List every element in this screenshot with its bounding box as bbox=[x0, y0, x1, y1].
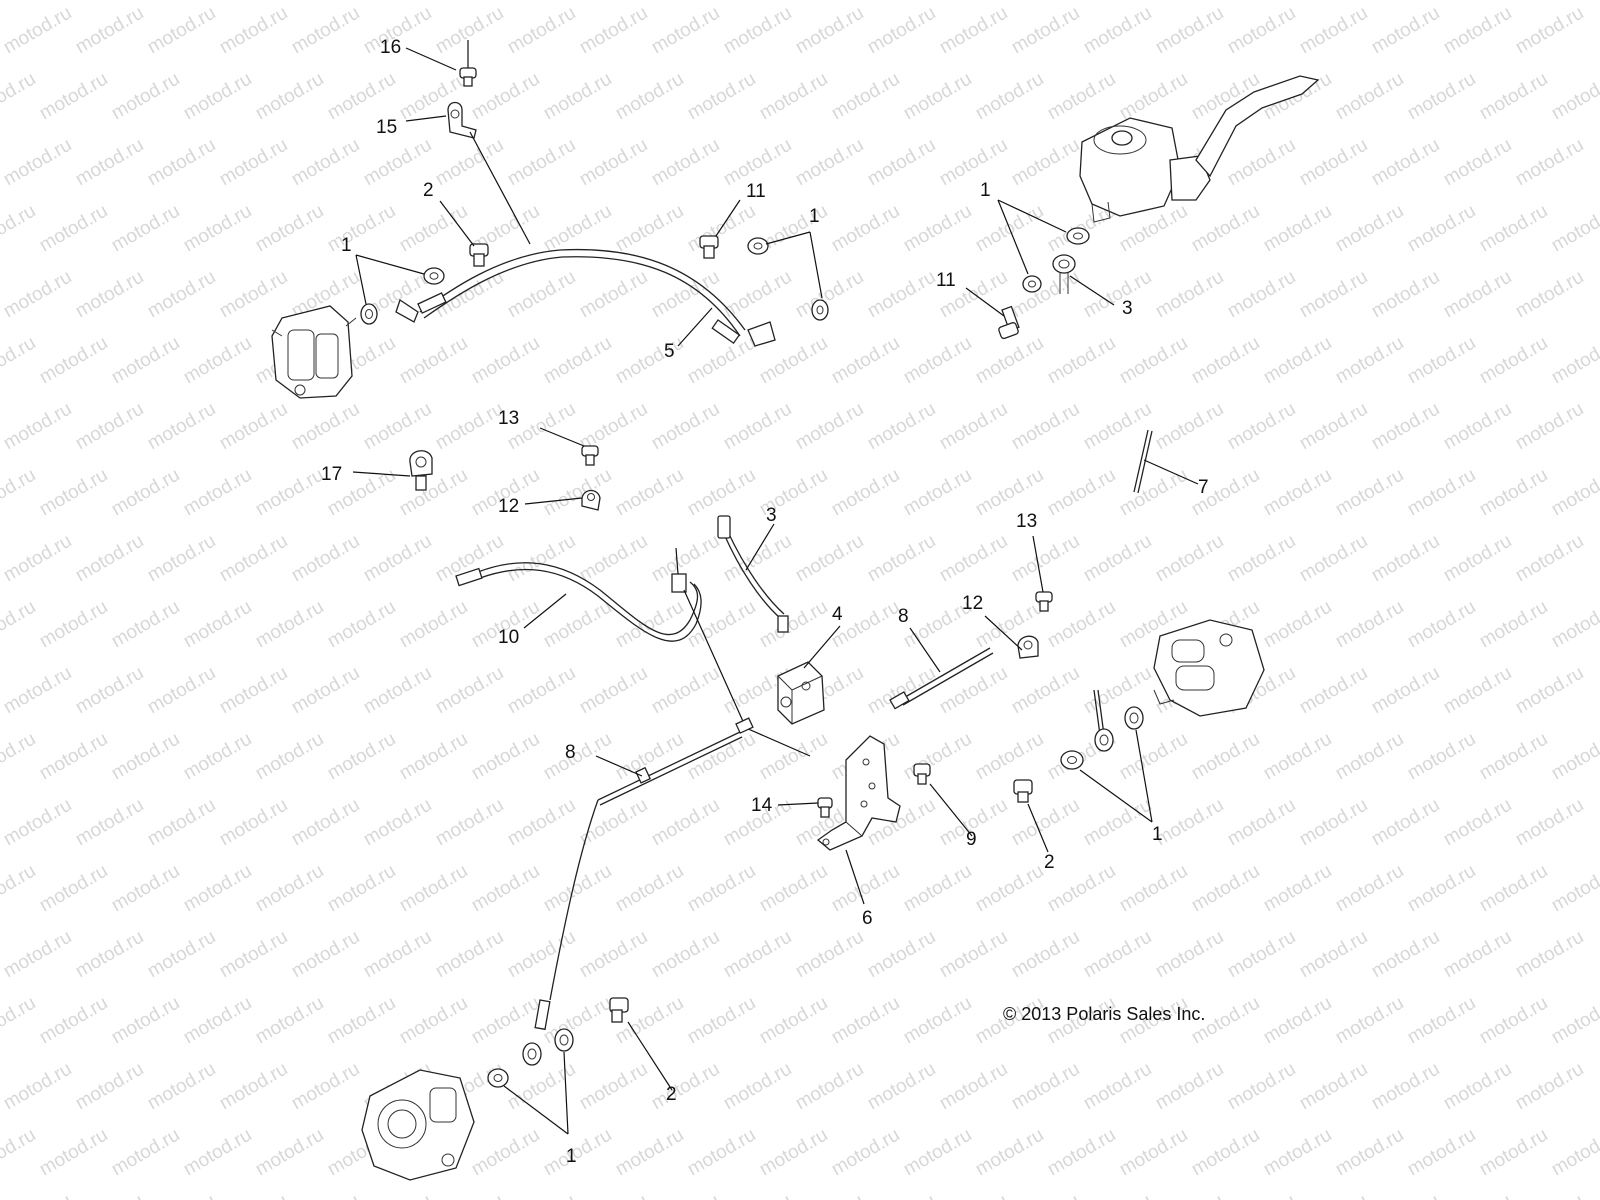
bolt-16 bbox=[459, 40, 477, 87]
callout-16: 16 bbox=[380, 37, 401, 58]
brake-line-7 bbox=[1133, 429, 1153, 494]
distribution-block-4 bbox=[777, 661, 825, 725]
washer-1i bbox=[554, 1028, 574, 1052]
callout-13: 13 bbox=[498, 408, 519, 429]
callout-labels: 16 15 2 1 11 1 5 1 11 3 13 17 12 7 3 13 … bbox=[321, 37, 1209, 1167]
callout-1: 1 bbox=[980, 180, 991, 201]
callout-2: 2 bbox=[1044, 852, 1055, 873]
hose-end-right bbox=[1093, 689, 1114, 752]
bolt-2a bbox=[469, 243, 489, 267]
brake-lever bbox=[1195, 75, 1320, 178]
washer-1e bbox=[1066, 227, 1090, 245]
callout-3: 3 bbox=[1122, 298, 1133, 319]
brake-line-3b bbox=[717, 515, 789, 633]
bolt-13b bbox=[1035, 591, 1053, 612]
callout-8: 8 bbox=[565, 742, 576, 763]
callout-9: 9 bbox=[966, 829, 977, 850]
bolt-11a bbox=[699, 235, 719, 259]
brake-line-10 bbox=[455, 547, 702, 642]
assembly-line bbox=[683, 589, 747, 729]
bolt-14 bbox=[817, 797, 833, 818]
callout-11: 11 bbox=[936, 270, 956, 291]
washer-1c bbox=[747, 237, 769, 255]
callout-5: 5 bbox=[664, 341, 675, 362]
washer-1d bbox=[811, 299, 829, 321]
callout-1: 1 bbox=[566, 1146, 577, 1167]
callout-11: 11 bbox=[746, 181, 766, 202]
bolt-2b bbox=[1013, 779, 1033, 803]
clip-12b bbox=[1017, 635, 1039, 659]
callout-15: 15 bbox=[376, 117, 397, 138]
callout-1: 1 bbox=[809, 206, 820, 227]
bolt-9 bbox=[913, 763, 931, 785]
brake-line-8b bbox=[549, 717, 754, 1001]
caliper-rear-left bbox=[361, 1069, 475, 1181]
callout-3: 3 bbox=[766, 505, 777, 526]
washer-1a bbox=[360, 303, 378, 325]
banjo-fitting-3a bbox=[1052, 254, 1076, 294]
brake-line-8a bbox=[889, 647, 994, 710]
washer-1j bbox=[487, 1068, 509, 1088]
leader-lines bbox=[352, 47, 1199, 1135]
callout-13: 13 bbox=[1016, 511, 1037, 532]
callout-12: 12 bbox=[498, 496, 519, 517]
bolt-13a bbox=[581, 445, 599, 466]
assembly-line bbox=[745, 727, 811, 757]
washer-1b bbox=[423, 267, 445, 285]
caliper-front-left bbox=[271, 305, 357, 399]
clip-17 bbox=[409, 450, 433, 491]
callout-8: 8 bbox=[898, 606, 909, 627]
hose-end-lower bbox=[522, 999, 551, 1066]
callout-12: 12 bbox=[962, 593, 983, 614]
washer-1f bbox=[1022, 275, 1042, 293]
callout-2: 2 bbox=[423, 180, 434, 201]
callout-1: 1 bbox=[341, 235, 352, 256]
callout-17: 17 bbox=[321, 464, 342, 485]
clip-15 bbox=[447, 101, 477, 139]
callout-10: 10 bbox=[498, 627, 519, 648]
bolt-2c bbox=[609, 997, 629, 1023]
clip-12a bbox=[581, 489, 601, 511]
copyright-text: © 2013 Polaris Sales Inc. bbox=[1003, 1004, 1205, 1024]
master-cylinder bbox=[1079, 117, 1211, 223]
bolt-11b bbox=[998, 305, 1020, 340]
bracket-6 bbox=[816, 735, 901, 851]
callout-4: 4 bbox=[832, 604, 843, 625]
callout-1: 1 bbox=[1152, 824, 1163, 845]
callout-7: 7 bbox=[1198, 477, 1209, 498]
caliper-rear-right bbox=[1153, 619, 1265, 717]
washer-1g bbox=[1124, 706, 1144, 730]
washer-1h bbox=[1060, 750, 1084, 770]
brake-line-5 bbox=[395, 248, 776, 347]
callout-6: 6 bbox=[862, 908, 873, 929]
callout-14: 14 bbox=[751, 795, 773, 816]
callout-2: 2 bbox=[666, 1084, 677, 1105]
